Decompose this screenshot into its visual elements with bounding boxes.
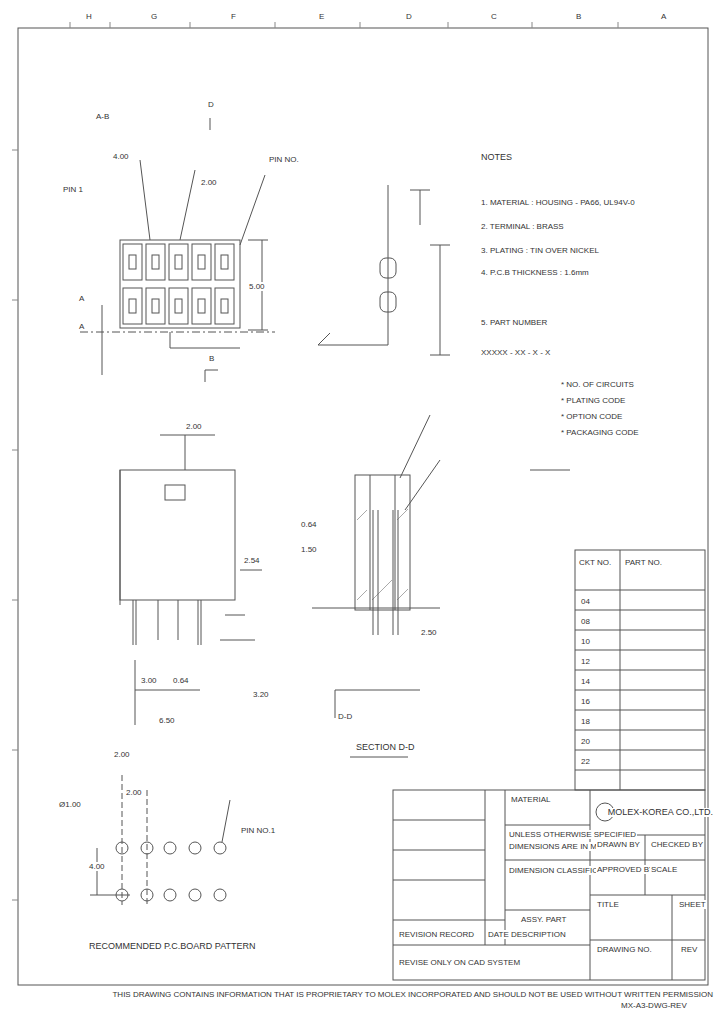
- drawing-label: NOTES: [480, 153, 513, 162]
- drawing-label: REVISION RECORD: [398, 930, 475, 939]
- drawing-label: 12: [580, 657, 591, 666]
- drawing-label: * PLATING CODE: [560, 396, 626, 405]
- drawing-label: CKT NO.: [578, 558, 612, 567]
- drawing-label: 16: [580, 697, 591, 706]
- drawing-label: 1.50: [300, 545, 318, 554]
- drawing-label: B: [208, 354, 215, 363]
- drawing-label: * OPTION CODE: [560, 412, 623, 421]
- drawing-label: UNLESS OTHERWISE SPECIFIED: [508, 830, 637, 839]
- drawing-label: F: [230, 12, 237, 21]
- drawing-label: REV: [680, 945, 698, 954]
- drawing-label: A-B: [95, 112, 110, 121]
- drawing-label: CHECKED BY: [650, 840, 704, 849]
- drawing-label: 2.00: [125, 788, 143, 797]
- drawing-label: 22: [580, 757, 591, 766]
- drawing-label: MX-A3-DWG-REV: [620, 1001, 688, 1010]
- drawing-label: 4.00: [112, 152, 130, 161]
- drawing-label: D: [207, 100, 215, 109]
- drawing-label: A: [78, 322, 85, 331]
- drawing-label: D-D: [337, 712, 353, 721]
- drawing-label: 3.20: [252, 690, 270, 699]
- drawing-label: 4.00: [88, 862, 106, 871]
- drawing-label: SECTION D-D: [355, 743, 416, 752]
- drawing-label: 2. TERMINAL : BRASS: [480, 222, 565, 231]
- drawing-label: * NO. OF CIRCUITS: [560, 380, 635, 389]
- drawing-label: 2.50: [420, 628, 438, 637]
- drawing-label: 3. PLATING : TIN OVER NICKEL: [480, 246, 600, 255]
- drawing-label: 0.64: [300, 520, 318, 529]
- drawing-label: E: [318, 12, 325, 21]
- drawing-label: 2.00: [200, 178, 218, 187]
- drawing-label: RECOMMENDED P.C.BOARD PATTERN: [88, 942, 257, 951]
- drawing-label: DESCRIPTION: [510, 930, 567, 939]
- drawing-label: D: [405, 12, 413, 21]
- drawing-label: ASSY. PART: [520, 915, 567, 924]
- drawing-label: 18: [580, 717, 591, 726]
- drawing-label: 20: [580, 737, 591, 746]
- drawing-label: MATERIAL: [510, 795, 551, 804]
- drawing-label: THIS DRAWING CONTAINS INFORMATION THAT I…: [111, 990, 714, 999]
- drawing-label: APPROVED BY: [596, 865, 655, 874]
- drawing-label: TITLE: [596, 900, 620, 909]
- drawing-label: 2.00: [113, 750, 131, 759]
- drawing-label: XXXXX - XX - X - X: [480, 348, 551, 357]
- drawing-label: 0.64: [172, 676, 190, 685]
- drawing-label: 14: [580, 677, 591, 686]
- drawing-label: 2.00: [185, 422, 203, 431]
- drawing-label: REVISE ONLY ON CAD SYSTEM: [398, 958, 521, 967]
- drawing-label: PIN 1: [62, 185, 84, 194]
- drawing-label: PART NO.: [624, 558, 663, 567]
- drawing-label: SCALE: [650, 865, 678, 874]
- drawing-label: PIN NO.1: [240, 826, 276, 835]
- drawing-label: 10: [580, 637, 591, 646]
- drawing-label: PIN NO.: [268, 155, 300, 164]
- drawing-label: 08: [580, 617, 591, 626]
- drawing-label: H: [85, 12, 93, 21]
- drawing-label: DRAWN BY: [596, 840, 641, 849]
- drawing-label: B: [575, 12, 582, 21]
- drawing-label: 3.00: [140, 676, 158, 685]
- drawing-label: DATE: [487, 930, 510, 939]
- drawing-label: G: [150, 12, 158, 21]
- drawing-label: MOLEX-KOREA CO.,LTD.: [607, 808, 714, 817]
- drawing-label: 6.50: [158, 716, 176, 725]
- drawing-label: * PACKAGING CODE: [560, 428, 640, 437]
- drawing-label: 4. P.C.B THICKNESS : 1.6mm: [480, 268, 590, 277]
- drawing-label: 04: [580, 597, 591, 606]
- drawing-label: A: [78, 294, 85, 303]
- drawing-label: 1. MATERIAL : HOUSING - PA66, UL94V-0: [480, 198, 636, 207]
- drawing-label: 2.54: [243, 556, 261, 565]
- drawing-label: 5.00: [248, 282, 266, 291]
- drawing-label: DRAWING NO.: [596, 945, 653, 954]
- drawing-label: DIMENSIONS ARE IN MM: [508, 842, 605, 851]
- drawing-label: Ø1.00: [58, 800, 82, 809]
- drawing-label: A: [660, 12, 667, 21]
- drawing-label: 5. PART NUMBER: [480, 318, 548, 327]
- drawing-label: SHEET: [678, 900, 707, 909]
- drawing-label: C: [490, 12, 498, 21]
